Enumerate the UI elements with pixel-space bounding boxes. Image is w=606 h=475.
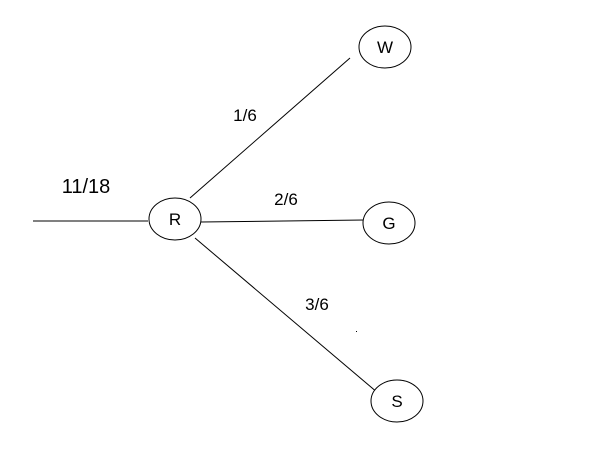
node-r-label: R xyxy=(169,210,181,229)
edge-r-g-label: 2/6 xyxy=(274,190,298,209)
node-s xyxy=(370,379,424,423)
node-g-label: G xyxy=(382,214,395,233)
edge-r-s xyxy=(194,237,379,394)
node-r xyxy=(148,197,202,241)
incoming-edge-label: 11/18 xyxy=(62,176,111,198)
edge-r-w xyxy=(189,57,351,199)
edge-r-w-label: 1/6 xyxy=(233,106,257,125)
node-w xyxy=(358,25,412,69)
edge-r-g xyxy=(200,219,365,223)
stray-dot xyxy=(356,331,357,332)
node-s-label: S xyxy=(391,392,402,411)
edge-r-s-label: 3/6 xyxy=(305,295,329,314)
node-g xyxy=(362,201,416,245)
node-w-label: W xyxy=(377,38,393,57)
